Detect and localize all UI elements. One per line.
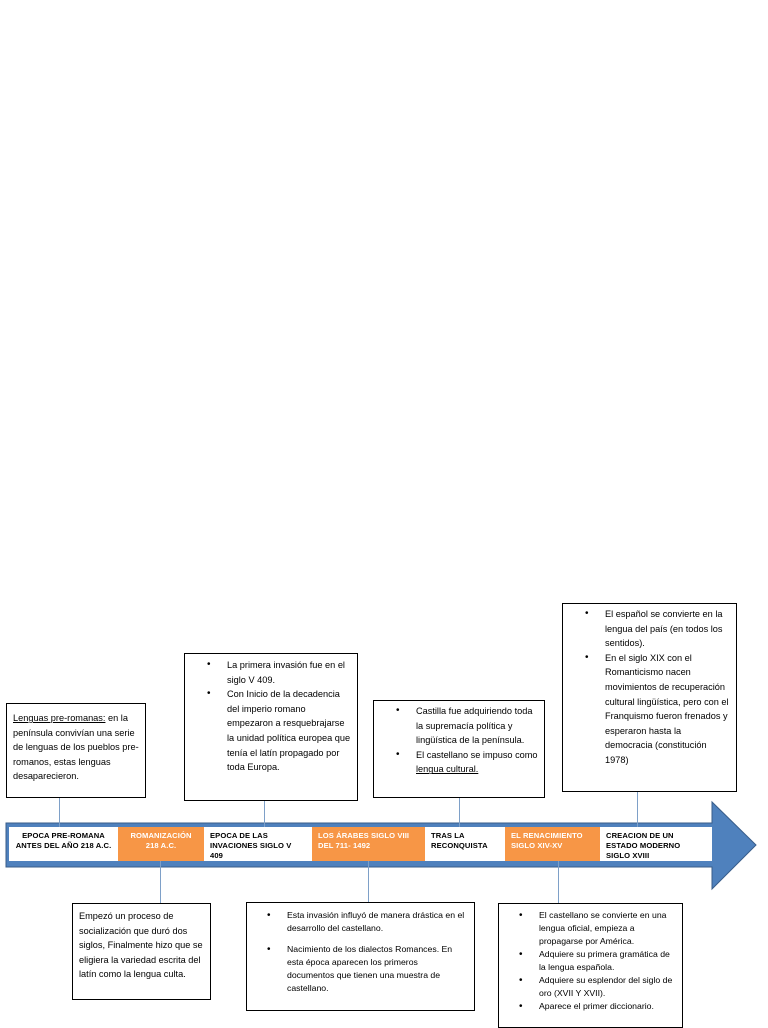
note-renacimiento: El castellano se convierte en una lengua…: [498, 903, 683, 1028]
segment-label: LOS ÁRABES SIGLO VIII DEL 711- 1492: [318, 831, 410, 850]
note-item: Esta invasión influyó de manera drástica…: [267, 909, 466, 935]
note-list: El castellano se convierte en una lengua…: [519, 909, 676, 1013]
segment-invasiones: EPOCA DE LAS INVACIONES SIGLO V 409: [204, 827, 312, 861]
note-list: Castilla fue adquiriendo toda la suprema…: [396, 704, 538, 777]
segment-label: EPOCA DE LAS INVACIONES SIGLO V 409: [210, 831, 292, 860]
segment-romanizacion: ROMANIZACIÓN 218 A.C.: [118, 827, 204, 861]
segment-arabes: LOS ÁRABES SIGLO VIII DEL 711- 1492: [312, 827, 425, 861]
note-text: Lenguas pre-romanas: en la península con…: [13, 711, 139, 784]
note-list: El español se convierte en la lengua del…: [585, 607, 730, 768]
note-body: en la península convivían una serie de l…: [13, 713, 139, 782]
note-item: La primera invasión fue en el siglo V 40…: [207, 658, 351, 687]
note-item: Castilla fue adquiriendo toda la suprema…: [396, 704, 538, 748]
note-item: En el siglo XIX con el Romanticismo nace…: [585, 651, 730, 768]
connector-reconquista: [459, 797, 460, 827]
note-item-underlined: lengua cultural.: [416, 764, 479, 775]
note-text: Empezó un proceso de socialización que d…: [79, 911, 203, 980]
segment-reconquista: TRAS LA RECONQUISTA: [425, 827, 505, 861]
note-item: Aparece el primer diccionario.: [519, 1000, 676, 1013]
note-item: Con Inicio de la decadencia del imperio …: [207, 687, 351, 775]
connector-renacimiento: [558, 861, 559, 903]
note-list: La primera invasión fue en el siglo V 40…: [207, 658, 351, 775]
connector-pre-romana: [59, 797, 60, 827]
segment-label: EPOCA PRE-ROMANA ANTES DEL AÑO 218 A.C.: [15, 831, 112, 850]
segment-renacimiento: EL RENACIMIENTO SIGLO XIV-XV: [505, 827, 600, 861]
segment-estado-moderno: CREACION DE UN ESTADO MODERNO SIGLO XVII…: [600, 827, 712, 861]
note-arabes: Esta invasión influyó de manera drástica…: [246, 902, 475, 1011]
connector-romanizacion: [160, 861, 161, 903]
segment-label: CREACION DE UN ESTADO MODERNO SIGLO XVII…: [606, 831, 681, 860]
note-reconquista: Castilla fue adquiriendo toda la suprema…: [373, 700, 545, 798]
note-term: Lenguas pre-romanas:: [13, 713, 106, 723]
note-item: Adquiere su primera gramática de la leng…: [519, 948, 676, 974]
note-list: Esta invasión influyó de manera drástica…: [267, 909, 466, 995]
segment-label: EL RENACIMIENTO SIGLO XIV-XV: [511, 831, 583, 850]
note-item: El español se convierte en la lengua del…: [585, 607, 730, 651]
connector-invasiones: [264, 800, 265, 827]
note-item: El castellano se convierte en una lengua…: [519, 909, 676, 948]
note-pre-romana: Lenguas pre-romanas: en la península con…: [6, 703, 146, 798]
note-invasiones: La primera invasión fue en el siglo V 40…: [184, 653, 358, 801]
segment-label: ROMANIZACIÓN 218 A.C.: [130, 831, 192, 850]
segment-pre-romana: EPOCA PRE-ROMANA ANTES DEL AÑO 218 A.C.: [9, 827, 118, 861]
note-item: Adquiere su esplendor del siglo de oro (…: [519, 974, 676, 1000]
note-romanizacion: Empezó un proceso de socialización que d…: [72, 903, 211, 1000]
note-item: Nacimiento de los dialectos Romances. En…: [267, 943, 466, 995]
note-item-text: El castellano se impuso como: [416, 749, 538, 760]
connector-arabes: [368, 861, 369, 902]
segment-label: TRAS LA RECONQUISTA: [431, 831, 488, 850]
connector-estado-moderno: [637, 791, 638, 827]
note-item: El castellano se impuso como lengua cult…: [396, 748, 538, 777]
note-estado-moderno: El español se convierte en la lengua del…: [562, 603, 737, 792]
